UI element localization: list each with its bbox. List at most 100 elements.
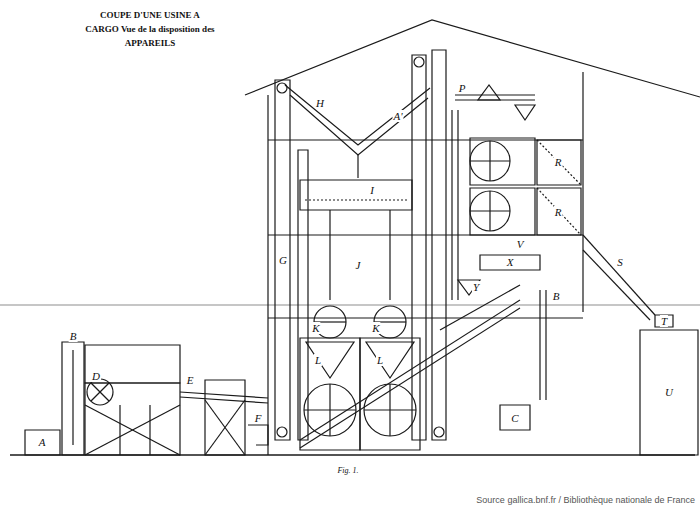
lower-conveyors	[539, 290, 540, 400]
rollers	[537, 188, 581, 235]
left-machinery	[25, 430, 60, 455]
rollers	[470, 141, 510, 181]
left-machinery	[205, 380, 245, 455]
lower-conveyors	[480, 255, 540, 270]
sieve-box	[300, 180, 412, 210]
callout-letter: L	[376, 354, 384, 366]
callout-letter: K	[371, 322, 380, 334]
left-machinery	[25, 342, 268, 455]
chute-and-store	[583, 235, 655, 315]
building-outline	[582, 72, 583, 312]
left-machinery	[205, 400, 245, 455]
building-outline	[245, 20, 700, 97]
sieve-box	[329, 210, 330, 300]
elevators	[275, 50, 458, 440]
callout-letter: G	[278, 254, 288, 266]
left-machinery	[91, 383, 109, 401]
rollers	[470, 188, 535, 235]
callout-letter: Y	[472, 281, 480, 293]
building-outline	[0, 305, 700, 306]
rollers	[455, 94, 535, 95]
callout-letter: J	[355, 259, 362, 271]
callout-letter: K	[311, 322, 320, 334]
callout-letter: B	[69, 330, 78, 342]
callout-letter: S	[616, 256, 624, 268]
rollers	[470, 138, 535, 185]
v-conveyor	[285, 85, 430, 178]
callout-letter: D	[91, 370, 101, 382]
left-machinery	[85, 345, 180, 383]
left-machinery	[85, 405, 180, 455]
left-machinery	[180, 392, 268, 398]
rollers	[478, 85, 500, 100]
v-conveyor	[290, 95, 428, 155]
mills	[389, 384, 390, 436]
callout-letter: X	[506, 256, 515, 268]
elevators	[451, 110, 452, 300]
lower-conveyors	[300, 308, 520, 448]
building-outline	[0, 20, 700, 455]
left-machinery	[205, 400, 245, 455]
callout-letter: F	[254, 412, 263, 424]
lower-conveyors	[545, 290, 546, 400]
left-machinery	[248, 425, 268, 445]
callout-letter: T	[660, 315, 668, 327]
callout-letter: I	[369, 184, 375, 196]
rollers	[489, 191, 490, 231]
rollers	[489, 141, 490, 181]
elevators	[432, 50, 446, 440]
left-machinery	[119, 405, 120, 455]
callout-letter: U	[664, 386, 674, 398]
callout-letter: L	[314, 354, 322, 366]
callout-letter: C	[510, 412, 519, 424]
elevators	[434, 427, 444, 437]
callout-letter: V	[516, 238, 525, 250]
v-conveyor	[357, 155, 358, 178]
rollers	[537, 140, 581, 185]
left-machinery	[72, 350, 73, 445]
callout-letter: R	[554, 206, 563, 218]
mills	[306, 342, 354, 378]
diagram-title: COUPE D'UNE USINE A CARGO Vue de la disp…	[85, 8, 215, 50]
rollers	[537, 188, 581, 235]
left-machinery	[62, 342, 84, 455]
left-machinery	[85, 383, 180, 455]
elevators	[457, 110, 458, 300]
callout-letter: H	[315, 97, 325, 109]
sieve-box	[300, 180, 412, 300]
lower-conveyors	[500, 405, 530, 430]
chute-and-store	[583, 250, 650, 320]
rollers	[470, 191, 510, 231]
figure-caption: Fig. 1.	[337, 466, 358, 475]
chute-and-store	[583, 235, 698, 455]
rollers	[515, 105, 535, 120]
callout-letter: A'	[392, 110, 403, 122]
mills	[364, 384, 416, 436]
building-outline	[267, 95, 268, 455]
sieve-box	[389, 210, 390, 300]
rollers	[537, 140, 581, 185]
callout-letter: P	[458, 82, 467, 94]
sieve-box	[305, 199, 407, 200]
elevators	[275, 80, 290, 440]
left-machinery	[180, 397, 268, 403]
lower-conveyors	[300, 255, 546, 448]
elevators	[414, 57, 424, 67]
mills	[300, 338, 360, 450]
left-machinery	[91, 383, 109, 401]
lower-conveyors	[458, 280, 480, 295]
chute-and-store	[655, 315, 673, 327]
callout-letter: B	[552, 290, 561, 302]
elevators	[412, 55, 426, 440]
v-conveyor	[285, 85, 430, 145]
mills	[360, 338, 420, 450]
callout-letter: A	[38, 436, 47, 448]
callout-letter: R	[554, 156, 563, 168]
elevators	[277, 427, 287, 437]
rollers	[455, 85, 581, 235]
lower-conveyors	[300, 300, 520, 440]
left-machinery	[85, 405, 180, 455]
callout-letter: E	[186, 374, 195, 386]
